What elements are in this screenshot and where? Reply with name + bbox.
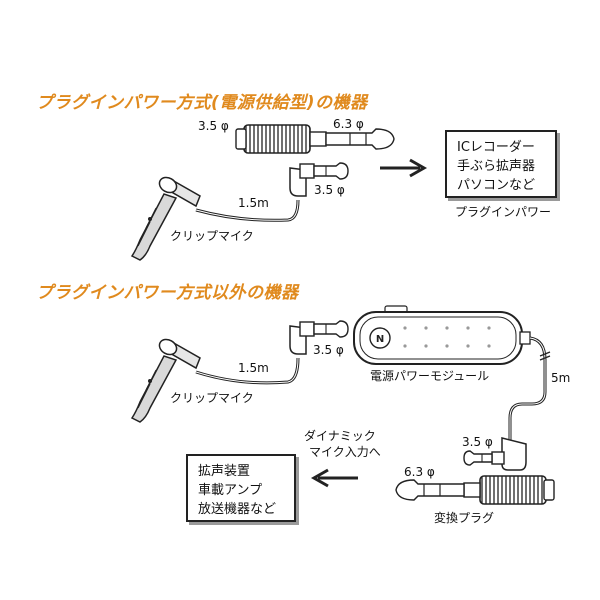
label-std-plug-adapter: 6.3 φ [404, 465, 435, 479]
device-item: 放送機器など [198, 501, 277, 517]
device-item: 車載アンプ [198, 482, 263, 498]
arrow-left-bottom [310, 468, 358, 488]
label-mini-plug-right: 3.5 φ [314, 183, 345, 197]
device-box-non-plugin: 拡声装置 車載アンプ 放送機器など [186, 454, 296, 522]
adapter-plug-top [235, 124, 395, 154]
section2-heading: プラグインパワー方式以外の機器 [36, 283, 299, 303]
mini-plug-l-mic [289, 320, 349, 355]
label-dynamic-mic-2: マイク入力へ [309, 445, 381, 459]
label-dynamic-mic-1: ダイナミック [304, 429, 376, 443]
label-clip-mic-bottom: クリップマイク [170, 391, 254, 405]
mini-plug-l-adapter [463, 437, 527, 471]
device-caption-plugin: プラグインパワー [455, 205, 552, 219]
label-adapter-caption: 変換プラグ [434, 511, 495, 525]
label-power-module: 電源パワーモジュール [370, 369, 490, 383]
svg-text:N: N [376, 334, 384, 345]
device-box-plugin: ICレコーダー 手ぶら拡声器 パソコンなど [445, 130, 557, 198]
device-item: ICレコーダー [457, 140, 535, 155]
section1-heading: プラグインパワー方式(電源供給型)の機器 [36, 93, 368, 113]
clip-mic-top [130, 176, 201, 261]
label-cable-length-top: 1.5m [238, 196, 269, 210]
clip-mic-bottom [130, 338, 201, 423]
arrow-right-top [380, 158, 428, 178]
conversion-plug [395, 475, 555, 505]
label-std-plug-top: 6.3 φ [333, 117, 364, 131]
label-cable-length-bottom: 1.5m [238, 361, 269, 375]
label-mini-plug-top: 3.5 φ [198, 119, 229, 133]
label-mini-plug-mic: 3.5 φ [313, 343, 344, 357]
power-module: N [353, 305, 531, 365]
label-mini-plug-adapter: 3.5 φ [462, 435, 493, 449]
label-cable-5m: 5m [551, 371, 571, 385]
device-item: 拡声装置 [198, 464, 251, 479]
mini-plug-l-top [289, 162, 349, 197]
device-item: パソコンなど [457, 177, 536, 193]
device-item: 手ぶら拡声器 [457, 158, 536, 174]
label-clip-mic-top: クリップマイク [170, 229, 254, 243]
